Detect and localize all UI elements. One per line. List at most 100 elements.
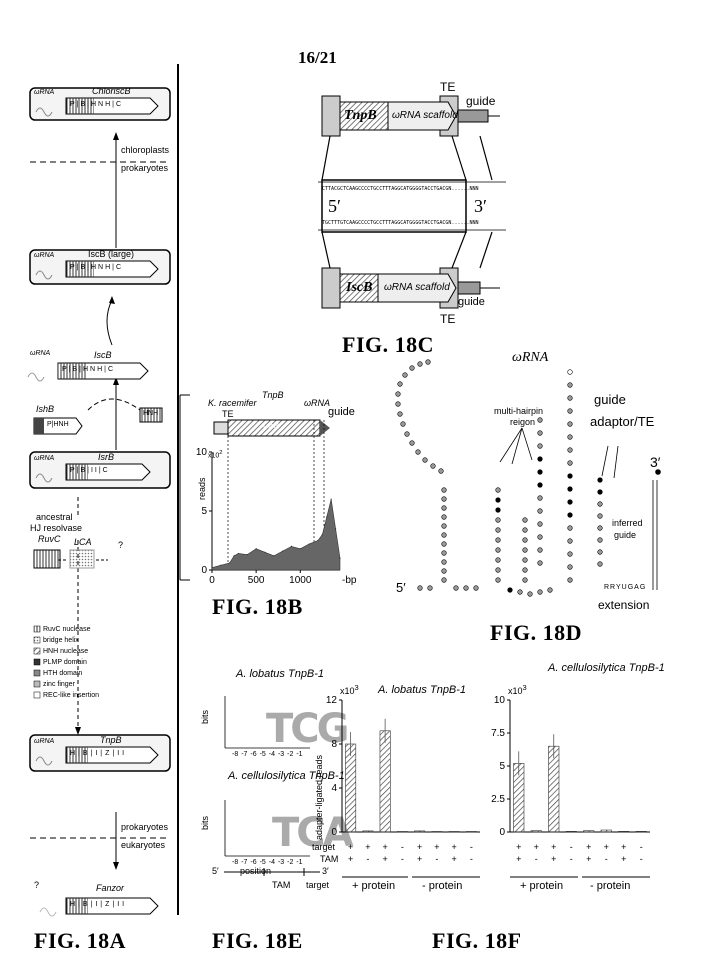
- fig18b-point: [237, 552, 240, 555]
- isrb-rna-label: ωRNA: [34, 455, 55, 462]
- fig18f-target-sign: +: [434, 842, 439, 852]
- fig18f-y-tick-label: 4: [331, 783, 337, 794]
- fig18e-three: 3′: [322, 866, 329, 876]
- fig18f-y-tick-label: 10: [494, 695, 506, 706]
- fig18f-left-exp: x103: [340, 683, 359, 696]
- fig18c-caption: FIG. 18C: [342, 332, 434, 357]
- fig18b-rna: ωRNA: [304, 398, 331, 408]
- fig18b-point: [330, 498, 332, 500]
- fig18f-bar: [448, 831, 460, 833]
- fig18f-bar: [583, 830, 595, 833]
- fig18f-y-tick-label: 0: [499, 827, 505, 838]
- fig18b-yexp: x102: [208, 450, 223, 460]
- page-number: 16/21: [298, 48, 337, 67]
- fig18f-bar: [530, 830, 542, 833]
- fanzor-unknown: ?: [34, 880, 40, 890]
- fig18b-caption: FIG. 18B: [212, 594, 303, 619]
- fig18b-x-tick-label: 0: [209, 575, 215, 586]
- fig18e-five: 5′: [212, 866, 219, 876]
- fig18f-target-sign: +: [348, 842, 353, 852]
- fig18f-target-sign: -: [570, 842, 573, 852]
- fig18e-top-logo: TCG: [266, 706, 349, 752]
- fig18c-three: 3′: [474, 196, 487, 216]
- fig18f-right-title: A. cellulosilytica TnpB-1: [548, 662, 665, 674]
- fig18c-bottom-guide: guide: [458, 296, 485, 308]
- fig18b-y-tick-label: 5: [201, 506, 207, 517]
- fig18d-region: reigon: [510, 417, 536, 427]
- fig18e-caption: FIG. 18E: [212, 928, 303, 953]
- fig18f-tam-sign: -: [401, 854, 404, 864]
- fig18f-bar: [431, 831, 443, 833]
- fig18d-inferred-guide: guide: [614, 530, 637, 540]
- logo-bottom-c: C: [296, 810, 325, 856]
- fig18f-tam-sign: +: [621, 854, 626, 864]
- legend-rec: REC-like insertion: [43, 692, 100, 699]
- fig18c-top-scaffold: ωRNA scaffold: [392, 110, 458, 121]
- fig18f-right-plus-protein: + protein: [520, 880, 564, 892]
- iscb-name: IscB: [94, 350, 112, 360]
- fig18c-seq-top: CTTACGCTCAAGCCCCTGCCTTTAGGCATGGGGTACCTGA…: [322, 186, 479, 192]
- fig18f-tam-sign: +: [348, 854, 353, 864]
- fig18f-y-tick-label: 12: [326, 695, 338, 706]
- fig18f-tam-sign: -: [640, 854, 643, 864]
- fig18f-bar: [396, 831, 408, 833]
- fig18f-right-minus-protein: - protein: [590, 880, 631, 892]
- fig18c-five: 5′: [328, 196, 341, 216]
- iscb-large-domains: P|B|HNH|C: [70, 264, 124, 271]
- fig18d-title: ωRNA: [512, 350, 549, 365]
- fig18f-target-sign: -: [401, 842, 404, 852]
- fig18b-point: [229, 562, 231, 564]
- fig18f-y-tick-label: 5: [499, 761, 505, 772]
- prokaryotes-label-bottom: prokaryotes: [121, 822, 169, 832]
- fig18c-top-protein: TnpB: [344, 108, 377, 123]
- fanzor-name: Fanzor: [96, 883, 125, 893]
- prokaryotes-label-top: prokaryotes: [121, 163, 169, 173]
- fig18f-tam-sign: +: [417, 854, 422, 864]
- fig18f-bar: [362, 830, 374, 833]
- fig18b-point: [290, 545, 293, 548]
- fig18f-target-sign: +: [382, 842, 387, 852]
- fig18f-y-tick-label: 0: [331, 827, 337, 838]
- fig18b-xlabel: -bp: [342, 575, 357, 586]
- fig18d-five: 5′: [396, 580, 406, 595]
- fig18f-target-sign: +: [534, 842, 539, 852]
- fig18f-tam-sign: -: [435, 854, 438, 864]
- chloroiscb-domains: P|B|HNH|C: [70, 101, 124, 108]
- isrb-domains: P|B|II|C: [70, 467, 110, 474]
- fig18f-bar: [565, 831, 577, 833]
- legend-zinc: zinc finger: [43, 681, 75, 688]
- fig18b-protein: TnpB: [262, 390, 284, 400]
- lca-label: LCA: [74, 537, 92, 547]
- fig18f-tam-row-label: TAM: [320, 854, 339, 864]
- fig18f-tam-sign: -: [605, 854, 608, 864]
- fig18b-point: [282, 550, 284, 552]
- fig18f-target-row-label: target: [312, 842, 336, 852]
- fig18a-caption: FIG. 18A: [34, 928, 126, 953]
- fig18f-bar: [548, 745, 560, 833]
- fig18d-multi: multi-hairpin: [494, 406, 544, 416]
- fig18b-x-tick-label: 1000: [289, 575, 312, 586]
- ancestral-line1: ancestral: [36, 512, 73, 522]
- fig18f-y-tick-label: 8: [331, 739, 337, 750]
- logo-bottom-t: T: [272, 810, 299, 856]
- fig18e-bottom-positions: -8 -7 -6 -5 -4 -3 -2 -1: [232, 859, 303, 866]
- fig18b-read-area: [211, 499, 341, 571]
- fanzor-domains: H|B|I|Z|II: [70, 901, 128, 908]
- fig18b-y-tick-label: 0: [201, 565, 207, 576]
- fig18f-tam-sign: -: [470, 854, 473, 864]
- fig18f-tam-sign: -: [535, 854, 538, 864]
- fig18b-point: [211, 567, 213, 569]
- legend-ruvc: RuvC nuclease: [43, 626, 91, 633]
- fig18f-target-sign: +: [516, 842, 521, 852]
- fig18b-bar-label: TnpB: [262, 423, 279, 430]
- fig18f-tam-sign: +: [382, 854, 387, 864]
- iscb-large-rna-label: ωRNA: [34, 252, 55, 259]
- fig18f-left-minus-protein: - protein: [422, 880, 463, 892]
- fig18b-point: [326, 516, 328, 518]
- fig18b-y-tick-label: 10: [196, 447, 208, 458]
- fig18f-bar: [345, 743, 357, 833]
- fig18f-bar: [379, 730, 391, 833]
- tnpb-name: TnpB: [100, 735, 122, 745]
- iscb-rna-label: ωRNA: [30, 350, 51, 357]
